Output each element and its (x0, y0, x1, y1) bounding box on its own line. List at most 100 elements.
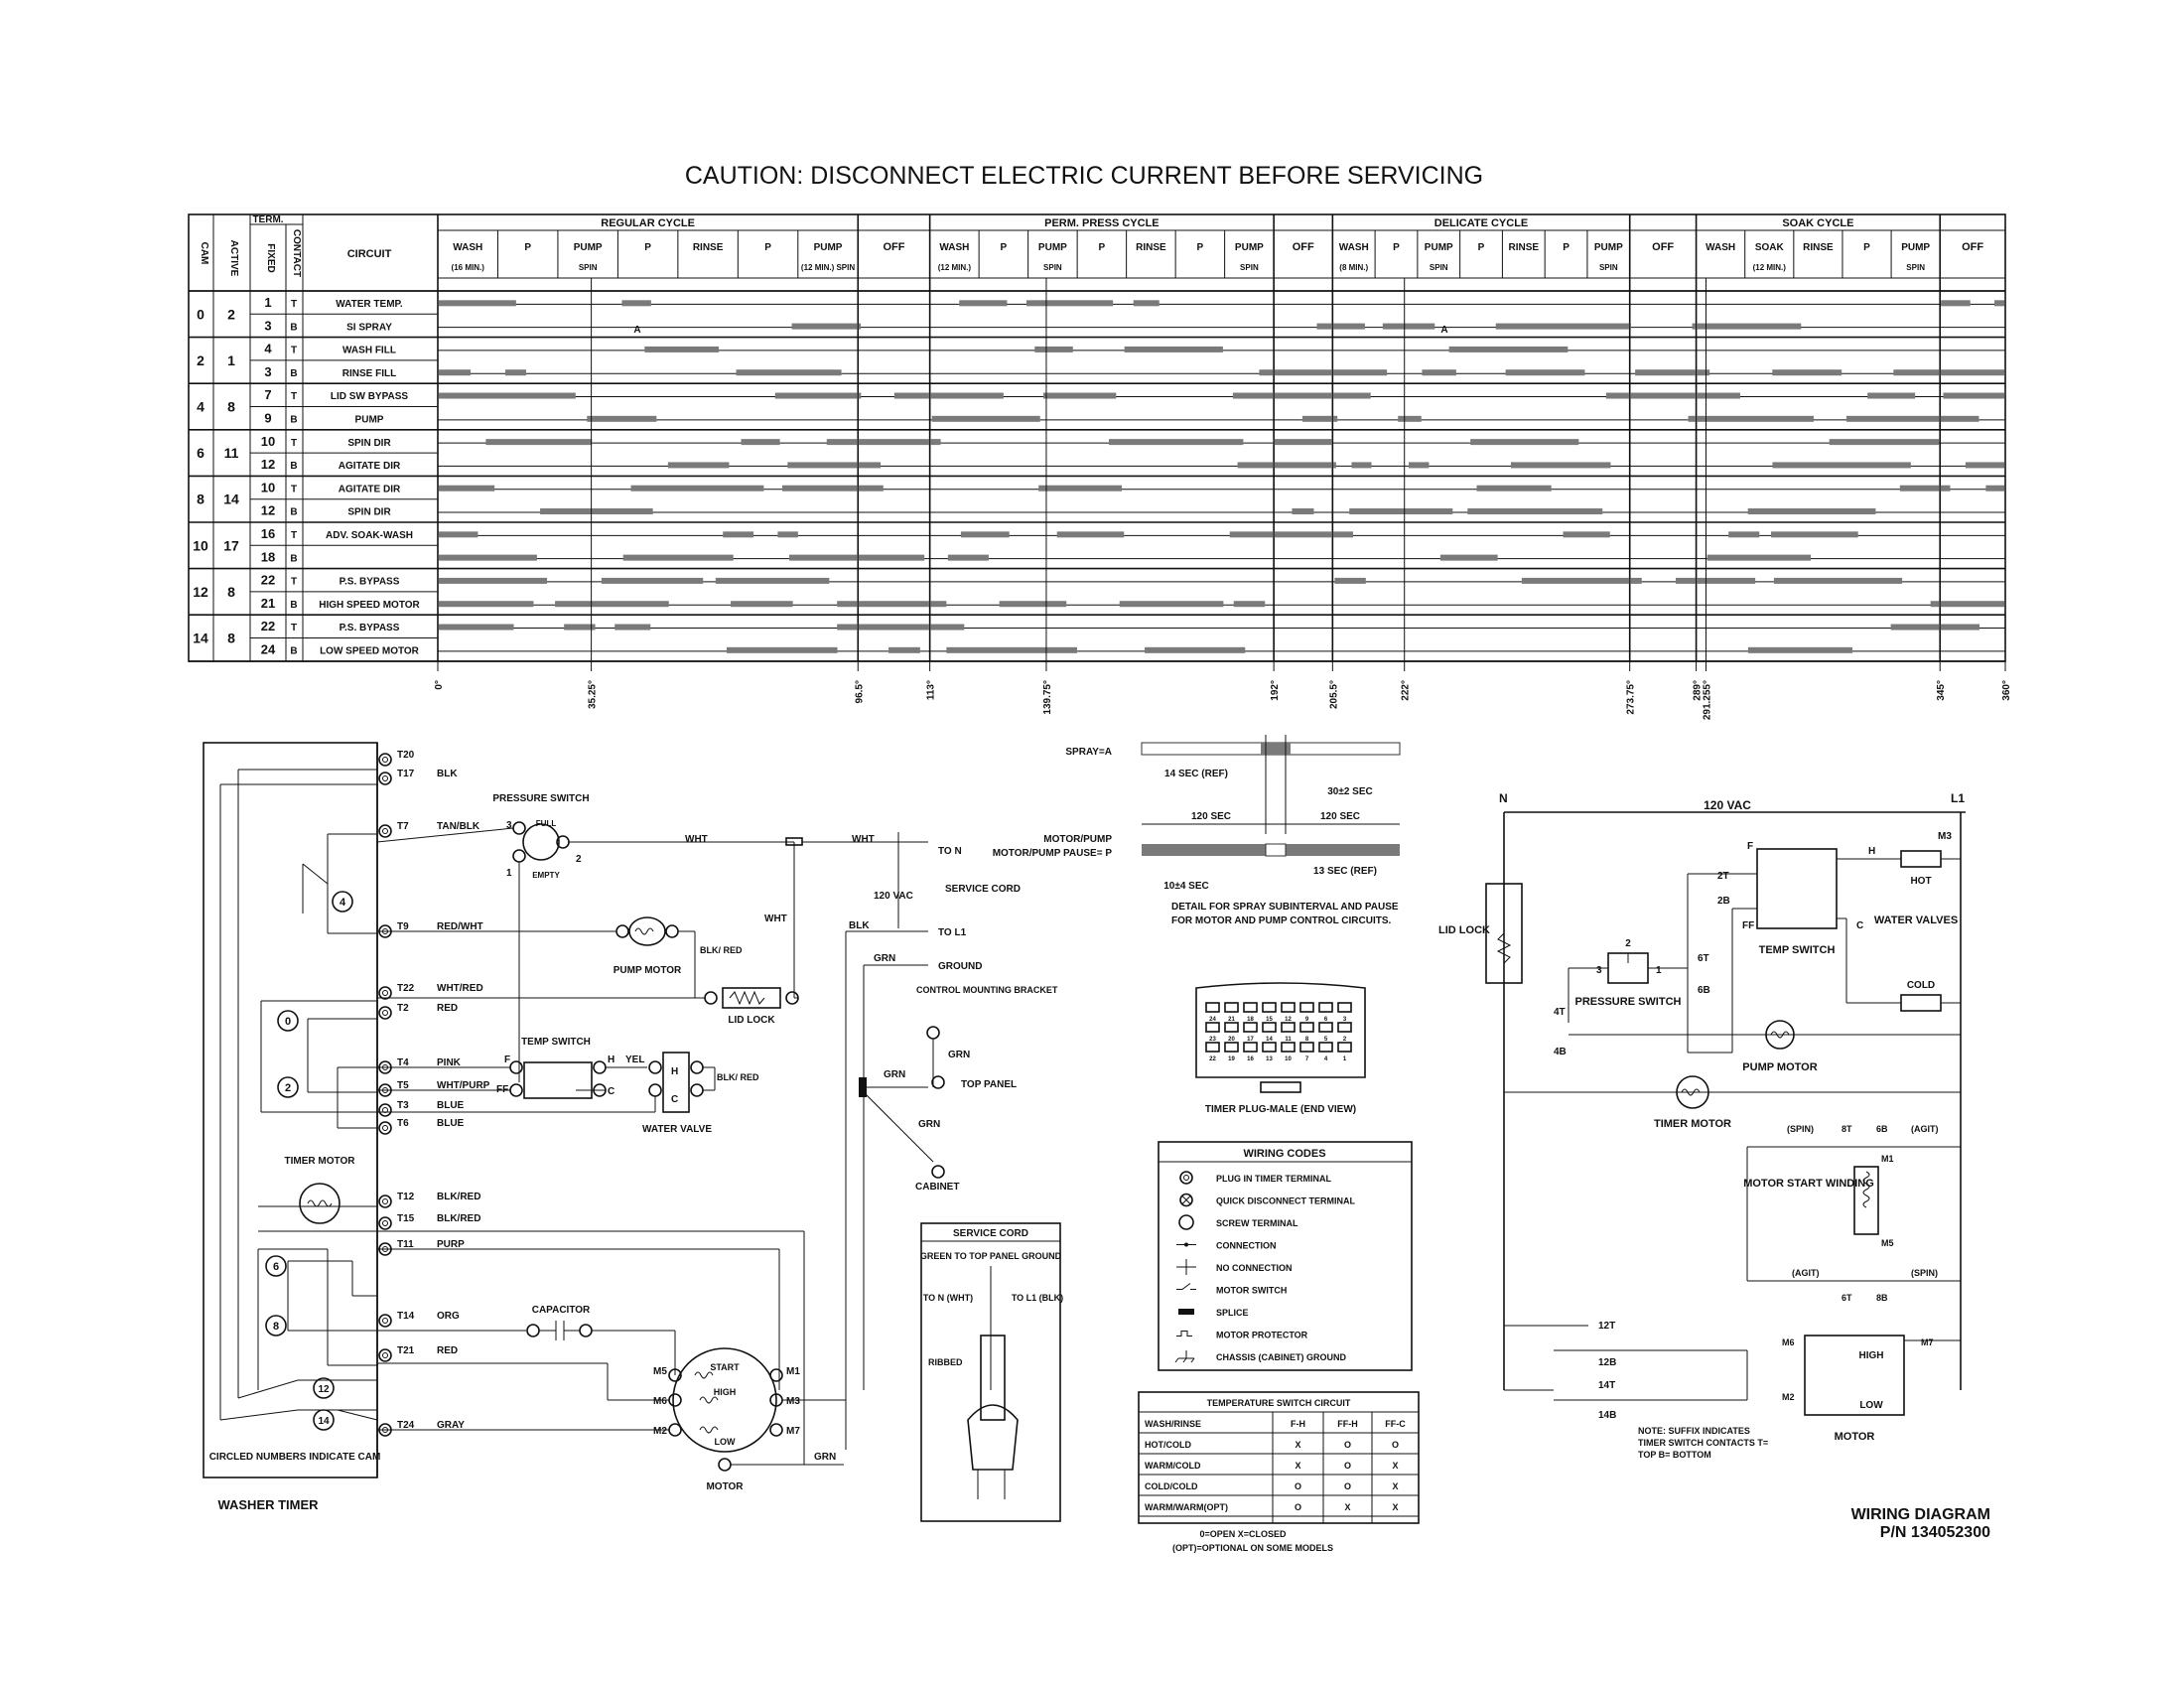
circuit-name: ADV. SOAK-WASH (326, 530, 413, 541)
terminal-label: T24 (397, 1420, 415, 1431)
closed-bar (1349, 508, 1453, 515)
plug-terminal-core (382, 1010, 388, 1016)
closed-bar (723, 531, 754, 538)
cabinet-label: CABINET (915, 1182, 959, 1193)
degree-tick-label: 345° (1936, 680, 1947, 701)
plug-pin (1299, 1002, 1314, 1013)
closed-bar (1119, 601, 1224, 608)
plug-pin (1224, 1022, 1239, 1033)
wire-color-label: WHT/PURP (437, 1080, 490, 1091)
closed-bar (644, 346, 720, 352)
cycle-name: OFF (1652, 241, 1674, 253)
ref14-label: 14 SEC (REF) (1164, 769, 1228, 779)
contact-position: B (290, 600, 297, 611)
temp-table-cell: O (1344, 1461, 1351, 1471)
cam-circle-6: 6 (273, 1261, 279, 1273)
cam-number: 0 (197, 306, 205, 322)
step-sub: (8 MIN.) (1339, 263, 1368, 272)
terminal-label: T6 (397, 1118, 409, 1129)
header-active: ACTIVE (228, 240, 239, 277)
plug-pin (1262, 1022, 1277, 1033)
closed-bar (438, 624, 514, 631)
timing-detail: SPRAY=A 14 SEC (REF) 30±2 SEC 120 SEC 12… (993, 735, 1401, 1115)
footer-title: WIRING DIAGRAM (1851, 1506, 1990, 1523)
plug-pin-number: 9 (1305, 1017, 1309, 1023)
closed-bar (1867, 392, 1916, 399)
closed-bar (1688, 415, 1814, 422)
active-terminal: 1 (227, 352, 235, 368)
closed-bar (1675, 577, 1756, 584)
closed-bar (1505, 369, 1585, 376)
cycle-name: REGULAR CYCLE (601, 217, 695, 229)
closed-bar (1845, 415, 1979, 422)
fixed-terminal: 9 (264, 411, 271, 426)
plug-pin (1243, 1002, 1258, 1013)
step-name: P (1478, 242, 1485, 253)
closed-bar (741, 439, 780, 446)
vac-label-right: 120 VAC (1704, 798, 1751, 812)
closed-bar (564, 624, 596, 631)
circuit-name: SPIN DIR (347, 507, 391, 518)
motor-high-label: HIGH (714, 1387, 737, 1397)
step-name: P (1197, 242, 1204, 253)
plug-terminal (378, 986, 392, 1000)
circuit-name: SI SPRAY (346, 322, 392, 333)
plug-terminal-core (382, 1125, 388, 1131)
water-valves-label: WATER VALVES (1874, 914, 1958, 926)
plug-pin (1318, 1002, 1333, 1013)
step-sub: SPIN (1043, 263, 1062, 272)
plug-terminal-core (382, 757, 388, 763)
closed-bar (667, 462, 730, 469)
washer-timer-label: WASHER TIMER (217, 1497, 319, 1512)
fixed-terminal: 1 (264, 295, 271, 310)
closed-bar (1985, 485, 2005, 492)
valve-node-h: H (671, 1066, 678, 1077)
temp-table-cell: X (1392, 1461, 1398, 1471)
closed-bar (777, 531, 798, 538)
contact-position: B (290, 415, 297, 426)
contact-12t: 12T (1598, 1321, 1615, 1332)
contact-position: B (290, 553, 297, 564)
motor-low-label: LOW (715, 1437, 736, 1447)
plug-terminal-core (382, 1220, 388, 1226)
motor-m2-right: M2 (1782, 1392, 1795, 1402)
right-pump-motor: PUMP MOTOR (1742, 1061, 1817, 1073)
ps-terminal-1: 1 (506, 868, 512, 879)
step-sub: (16 MIN.) (452, 263, 485, 272)
closed-bar (540, 508, 653, 515)
cam-circle-4: 4 (340, 897, 346, 909)
step-name: P (644, 242, 651, 253)
closed-bar (1510, 462, 1611, 469)
plug-pin (1262, 1002, 1277, 1013)
closed-bar (555, 601, 669, 608)
blk-label: BLK (849, 920, 870, 931)
plug-terminal (378, 1103, 392, 1117)
right-timer-motor: TIMER MOTOR (1654, 1118, 1731, 1130)
wire-color-label: PURP (437, 1239, 465, 1250)
to-l1-label: TO L1 (938, 927, 967, 938)
closed-bar (1893, 369, 2005, 376)
cord-box-note: GREEN TO TOP PANEL GROUND (920, 1251, 1062, 1261)
temp-table-cell: X (1344, 1502, 1350, 1512)
plug-pin (1243, 1022, 1258, 1033)
closed-bar (736, 369, 842, 376)
agit-label-1: (AGIT) (1911, 1124, 1939, 1134)
temp-table-cell: O (1392, 1440, 1399, 1450)
plug-pin-number: 10 (1285, 1056, 1292, 1062)
plug-pin-number: 12 (1285, 1017, 1292, 1023)
cord-box-title: SERVICE CORD (953, 1228, 1028, 1239)
closed-bar (1728, 531, 1760, 538)
step-name: RINSE (1803, 242, 1834, 253)
rps-3: 3 (1596, 965, 1602, 976)
terminal-label: T14 (397, 1311, 415, 1322)
page-title: CAUTION: DISCONNECT ELECTRIC CURRENT BEF… (685, 162, 1483, 190)
plug-pin (1224, 1002, 1239, 1013)
plug-pin (1299, 1022, 1314, 1033)
blk-red-valve: BLK/ RED (717, 1072, 759, 1082)
temp-table-header: FF-C (1385, 1419, 1406, 1429)
wiring-codes-title: WIRING CODES (1243, 1148, 1325, 1160)
closed-bar (791, 323, 862, 330)
